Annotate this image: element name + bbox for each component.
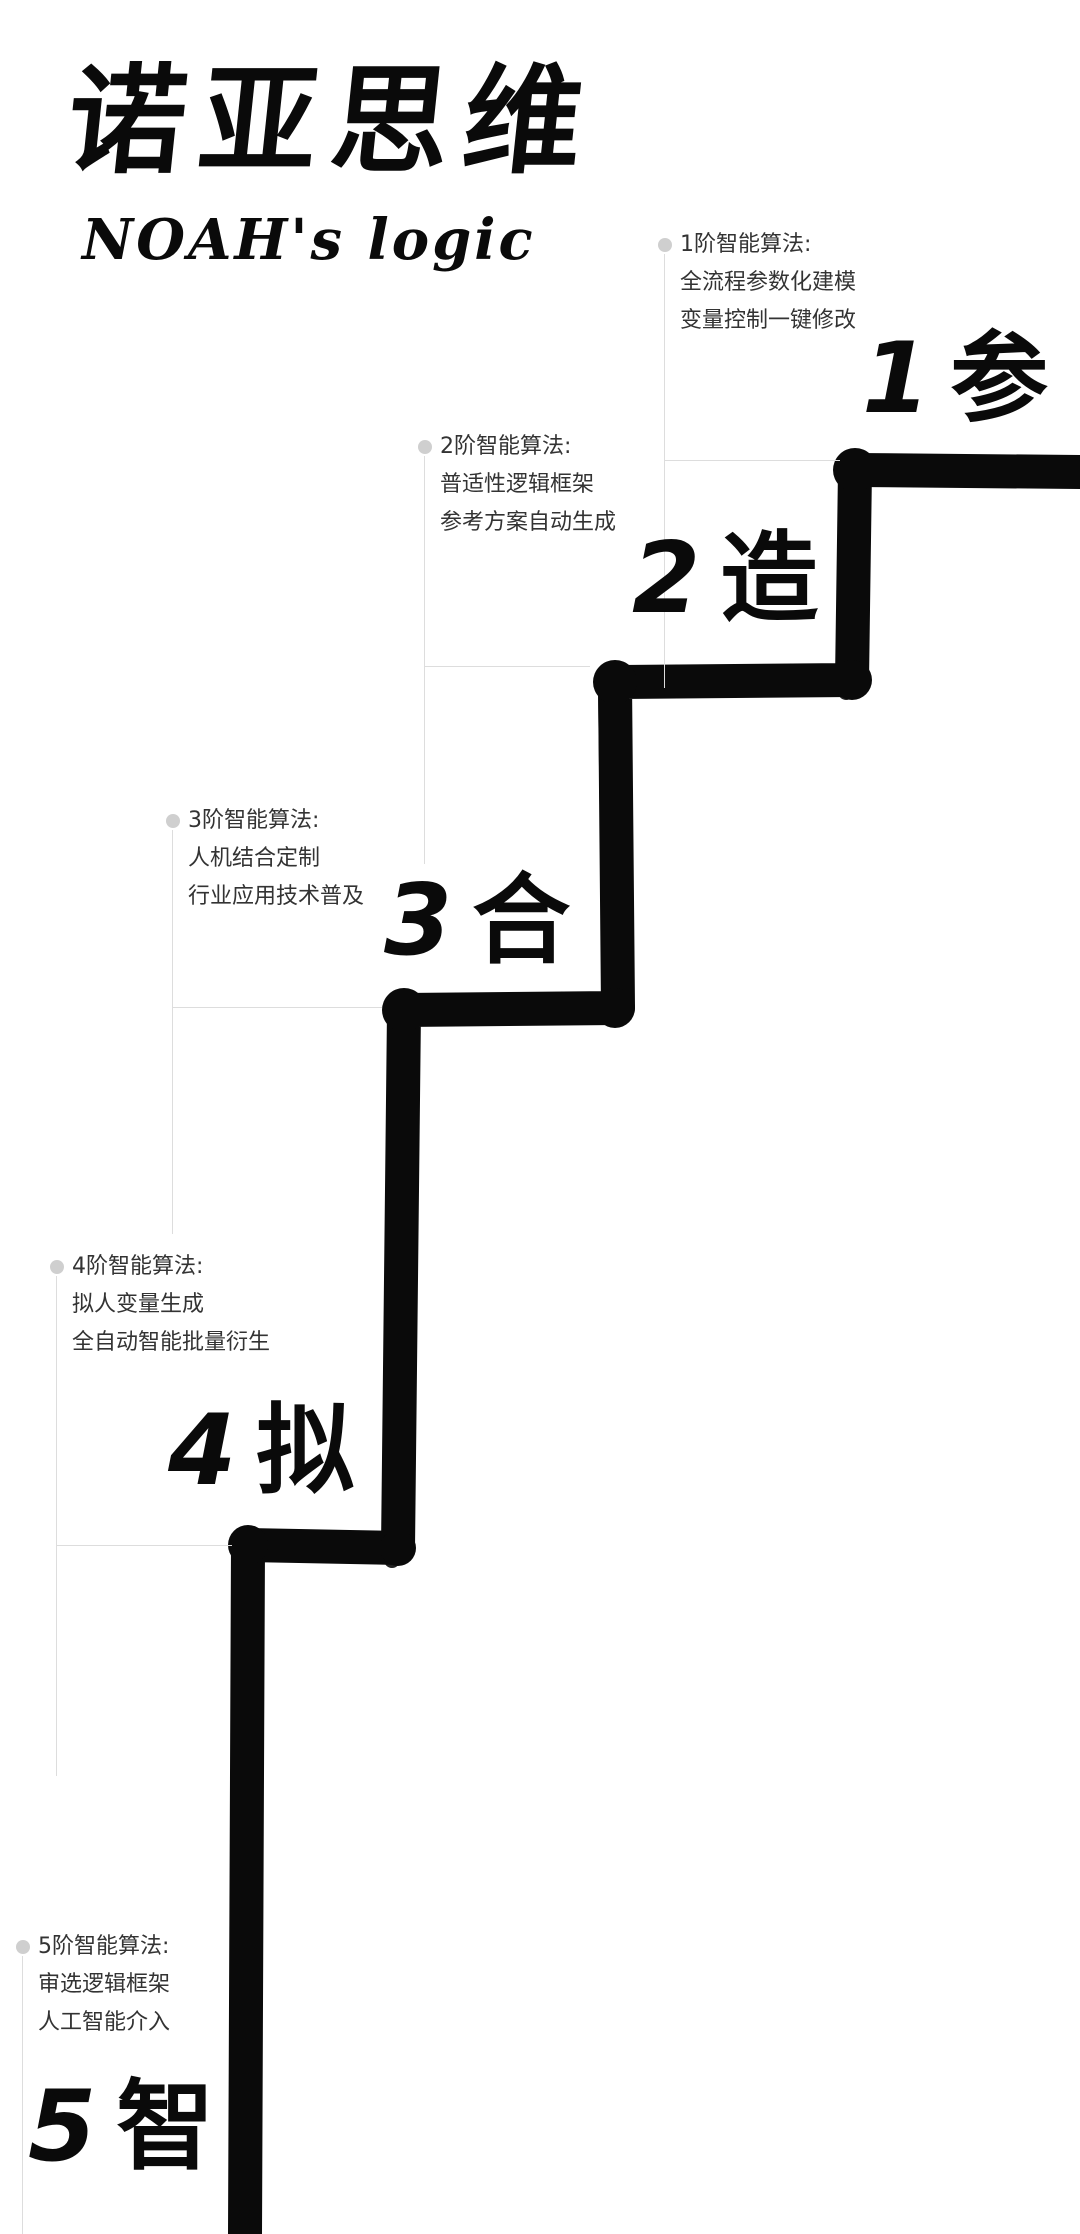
step-3-line2: 行业应用技术普及 <box>188 884 365 909</box>
step-3-char: 合 <box>472 863 571 978</box>
step-4-line1: 拟人变量生成 <box>72 1292 205 1317</box>
step-4-char: 拟 <box>256 1393 355 1508</box>
step-5-number: 5 <box>28 2070 97 2184</box>
connector-line <box>664 254 665 688</box>
step-4-number: 4 <box>168 1394 237 1508</box>
bullet-dot-icon <box>50 1260 64 1274</box>
bullet-dot-icon <box>418 440 432 454</box>
step-3-number: 3 <box>384 864 453 978</box>
stair-corner-blot <box>833 448 877 492</box>
connector-line <box>424 666 590 667</box>
step-5-line2: 人工智能介入 <box>38 2010 171 2035</box>
stair-corner-blot <box>228 1525 268 1565</box>
stair-corner-blot <box>595 988 635 1028</box>
connector-line <box>56 1276 57 1776</box>
step-3-info: 3阶智能算法: 人机结合定制 行业应用技术普及 <box>166 802 428 1234</box>
connector-line <box>172 1007 382 1008</box>
page-subtitle: NOAH's logic <box>82 207 536 273</box>
step-2-line1: 普适性逻辑框架 <box>440 472 595 497</box>
step-1-line2: 变量控制一键修改 <box>680 308 857 333</box>
step-1-line1: 全流程参数化建模 <box>680 270 857 295</box>
step-2-title: 2阶智能算法: <box>440 434 572 459</box>
connector-line <box>172 830 173 1234</box>
step-5-line1: 审选逻辑框架 <box>38 1972 171 1997</box>
bullet-dot-icon <box>658 238 672 252</box>
step-5-title: 5阶智能算法: <box>38 1934 170 1959</box>
connector-line <box>56 1545 232 1546</box>
step-2-char: 造 <box>720 521 819 636</box>
staircase-path <box>228 453 1080 2234</box>
step-2-line2: 参考方案自动生成 <box>440 510 617 535</box>
stair-corner-blot <box>382 988 426 1032</box>
step-4-line2: 全自动智能批量衍生 <box>72 1330 271 1355</box>
step-1-number: 1 <box>862 322 931 436</box>
bullet-dot-icon <box>166 814 180 828</box>
step-2-info: 2阶智能算法: 普适性逻辑框架 参考方案自动生成 <box>418 428 680 864</box>
step-3-title: 3阶智能算法: <box>188 808 320 833</box>
connector-line <box>22 1956 23 2234</box>
stair-corner-blot <box>832 660 872 700</box>
stair-corner-blot <box>380 1530 416 1566</box>
connector-line <box>664 460 840 461</box>
step-5-char: 智 <box>116 2069 215 2184</box>
step-1-info: 1阶智能算法: 全流程参数化建模 变量控制一键修改 <box>658 226 920 688</box>
connector-line <box>424 456 425 864</box>
step-1-char: 参 <box>950 321 1049 436</box>
step-2-number: 2 <box>632 522 701 636</box>
bullet-dot-icon <box>16 1940 30 1954</box>
step-4-info: 4阶智能算法: 拟人变量生成 全自动智能批量衍生 <box>50 1248 332 1776</box>
staircase-texture <box>230 470 858 2234</box>
step-1-title: 1阶智能算法: <box>680 232 812 257</box>
step-5-info: 5阶智能算法: 审选逻辑框架 人工智能介入 <box>16 1928 238 2234</box>
step-3-line1: 人机结合定制 <box>188 846 321 871</box>
stair-corner-blot <box>593 660 637 704</box>
step-4-title: 4阶智能算法: <box>72 1254 204 1279</box>
